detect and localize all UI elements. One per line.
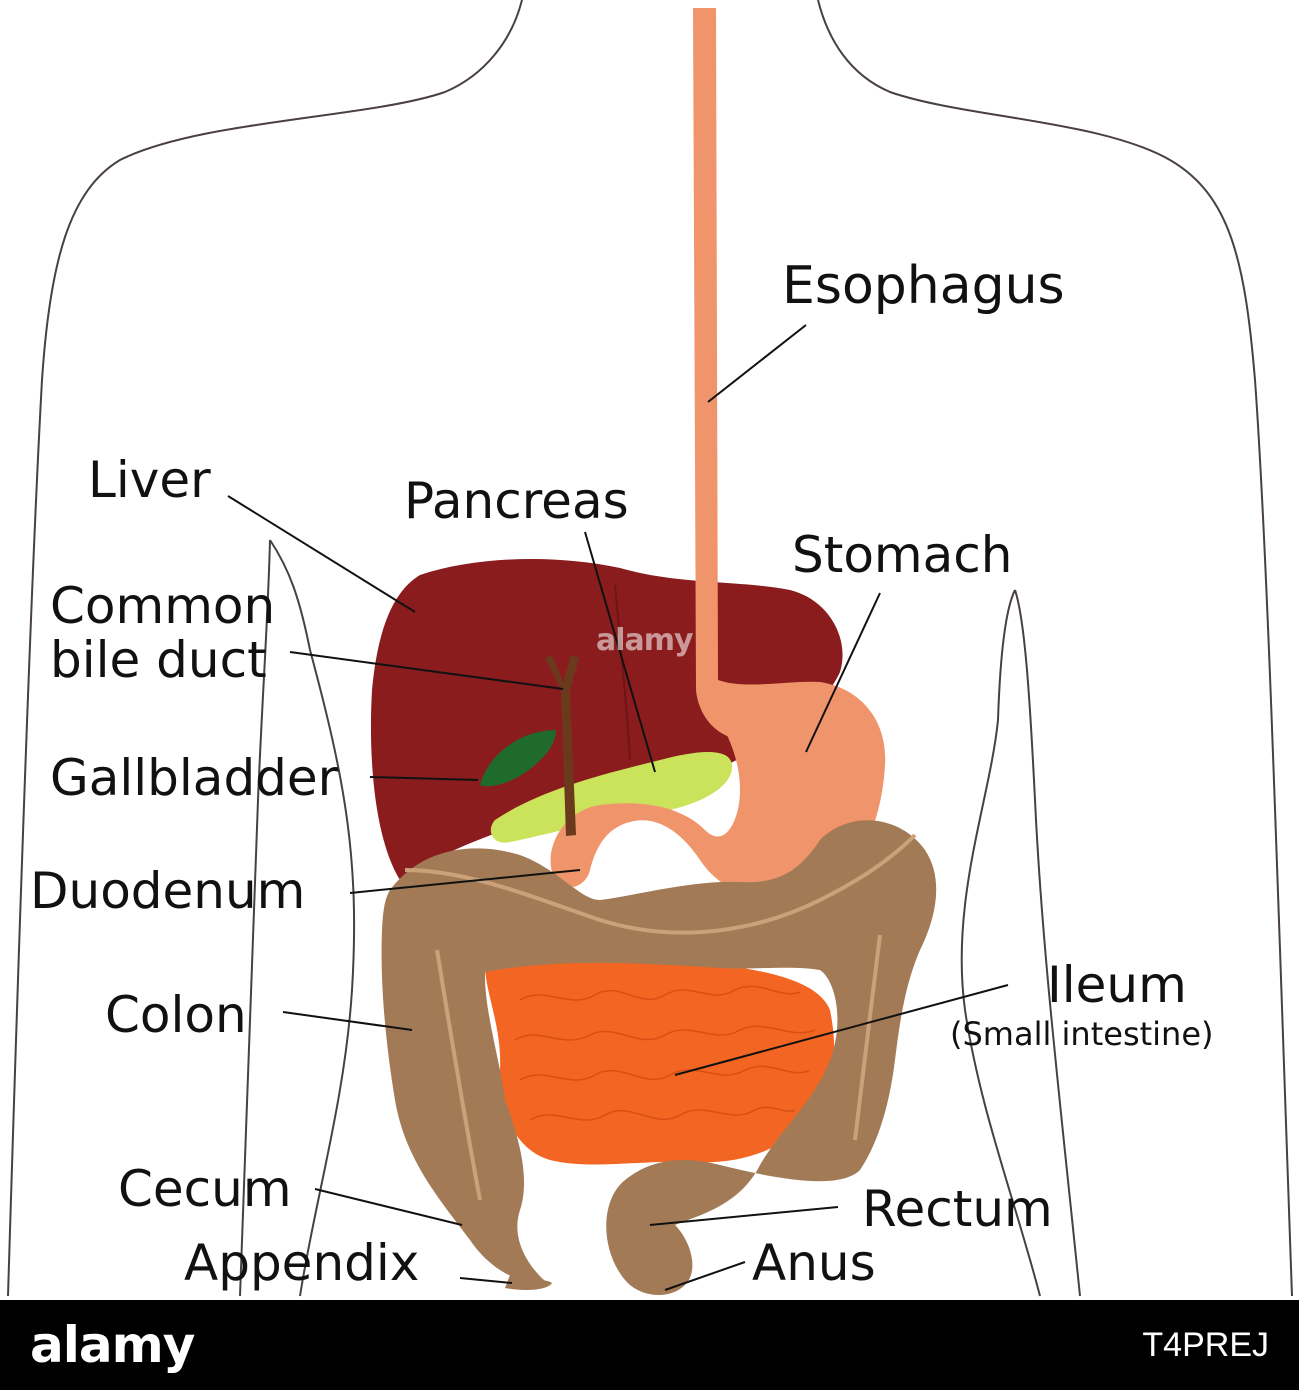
bile-duct [545,655,579,836]
small-intestine [485,958,835,1165]
liver-leader [227,495,416,613]
anus-leader [664,1261,746,1291]
rectum-leader [649,1206,839,1226]
right-arm-inner-outline [960,589,1081,1297]
colon [381,820,937,1296]
label-cecum: Cecum [118,1160,292,1218]
cecum-leader [314,1188,463,1226]
liver-lobe-line [614,584,631,761]
label-esophagus: Esophagus [782,256,1065,316]
label-anus: Anus [752,1234,876,1292]
leader-lines [227,324,1009,1291]
colon-stripes [404,833,917,1201]
label-stomach: Stomach [792,526,1012,584]
image-id: T4PREJ [1142,1326,1269,1364]
esophagus-leader [707,324,807,403]
label-common-bile-duct-line2: bile duct [50,631,267,689]
gallbladder-leader [369,776,479,781]
label-pancreas: Pancreas [404,472,629,530]
label-gallbladder: Gallbladder [50,749,339,807]
appendix [505,1275,552,1291]
pancreas-leader [584,531,656,773]
labels: Esophagus Liver Pancreas Stomach Common … [30,256,1214,1292]
stomach-leader [805,592,881,753]
liver [370,558,843,880]
appendix-leader [459,1277,513,1284]
left-arm-inner-outline [239,539,356,1297]
esophagus [693,8,745,740]
label-rectum: Rectum [862,1180,1053,1238]
stomach [550,680,886,901]
label-ileum: Ileum [1047,956,1187,1014]
pancreas [490,751,733,843]
ileum-leader [674,984,1009,1076]
common-bile-duct-leader [289,651,564,690]
label-common-bile-duct-line1: Common [50,577,275,635]
digestive-system-diagram: Esophagus Liver Pancreas Stomach Common … [7,0,1293,1297]
label-ileum-sub: (Small intestine) [950,1015,1214,1053]
colon-leader [282,1011,413,1031]
duodenum-leader [349,869,581,894]
label-duodenum: Duodenum [30,862,305,920]
body-outline [7,0,1293,1297]
small-intestine-folds [514,985,816,1121]
label-appendix: Appendix [184,1234,419,1292]
label-colon: Colon [105,986,247,1044]
label-liver: Liver [88,451,211,509]
brand-logo: alamy [30,1316,195,1374]
footer-bar [0,1300,1299,1390]
watermark: alamy [596,623,694,658]
gallbladder [480,730,556,787]
